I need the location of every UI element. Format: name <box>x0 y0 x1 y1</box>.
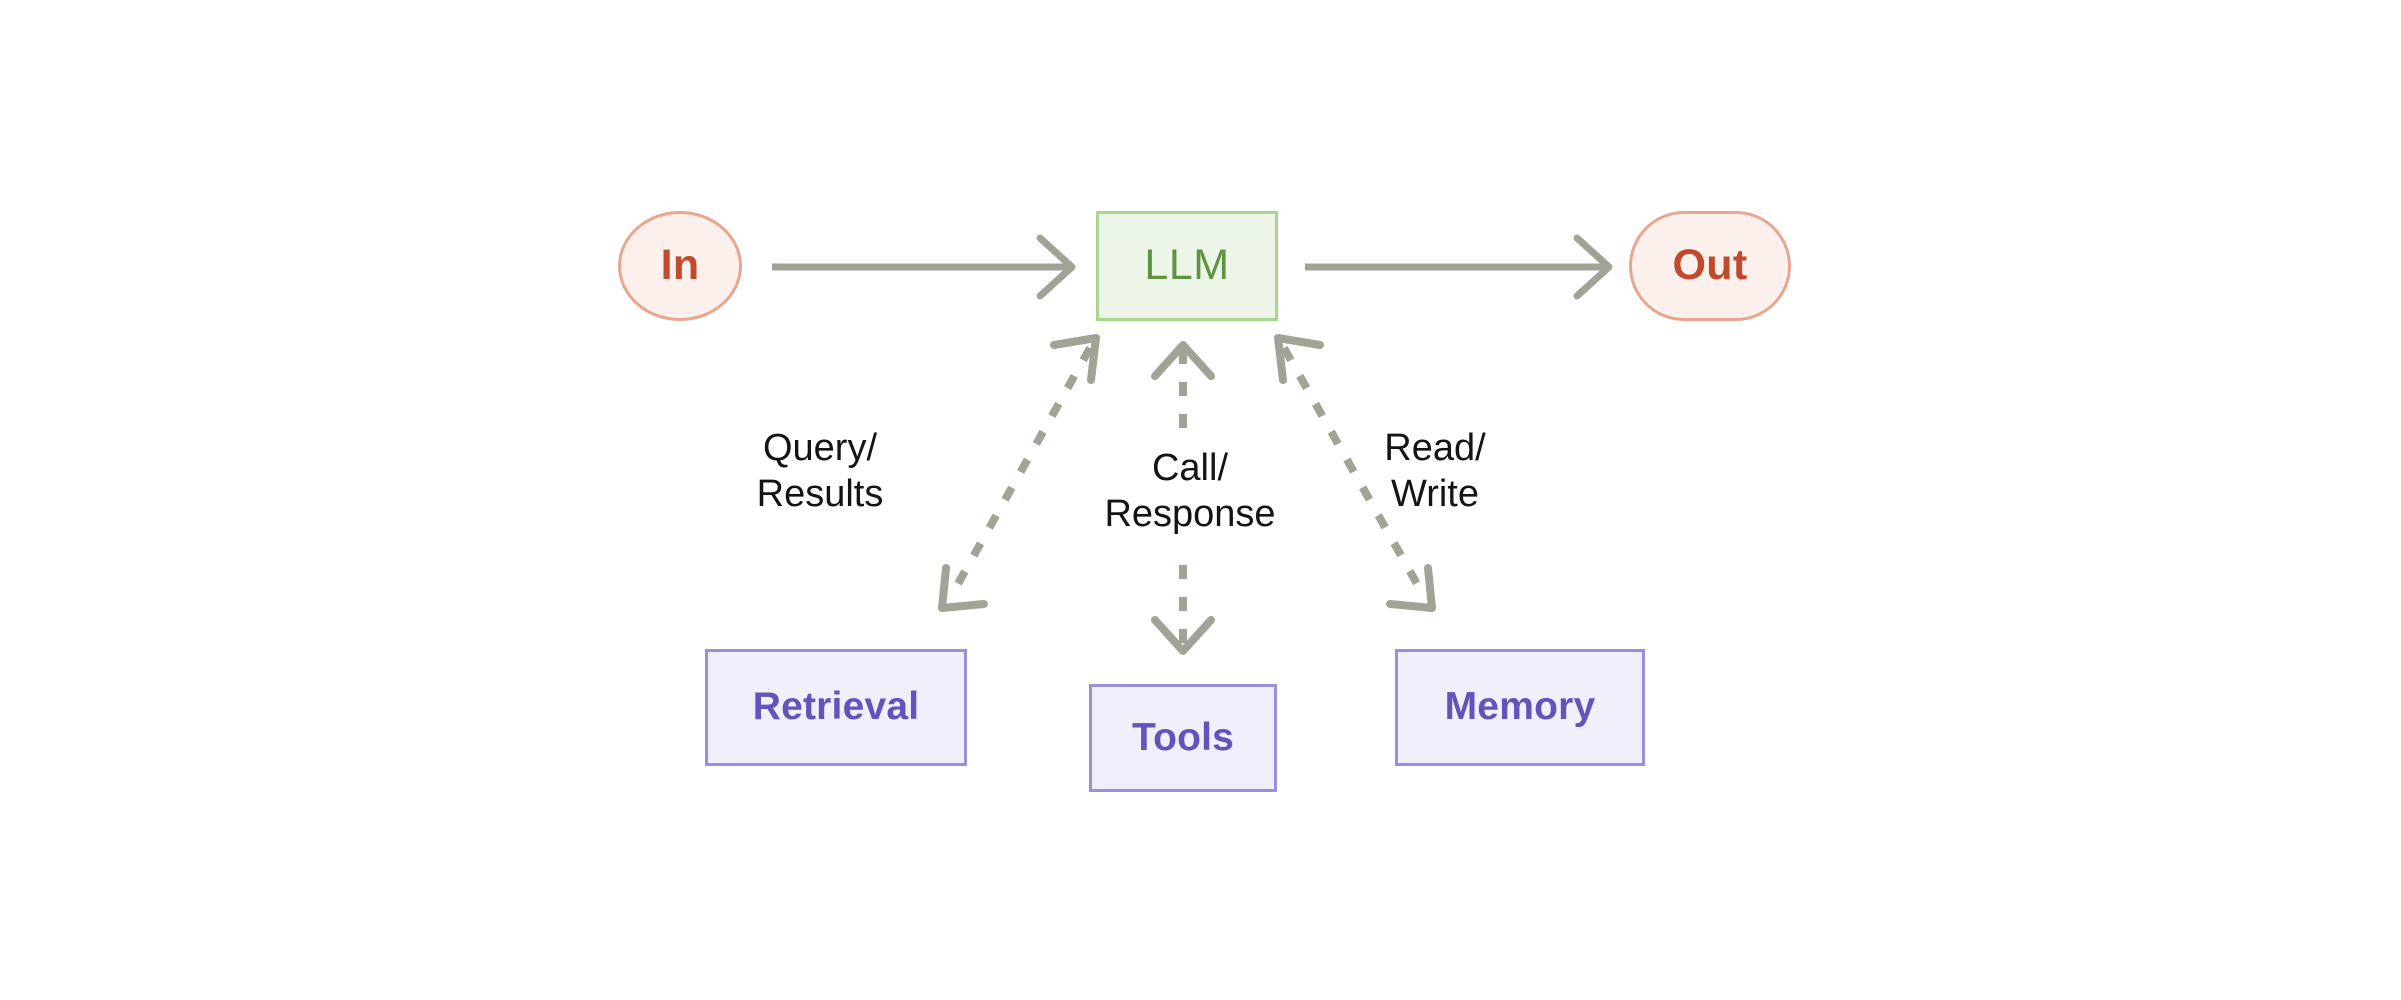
edge-llm-to-out <box>1305 234 1613 300</box>
node-llm-label: LLM <box>1144 241 1230 290</box>
edge-in-to-llm <box>772 234 1076 300</box>
node-retrieval[interactable]: Retrieval <box>705 649 967 766</box>
edge-label-call-response: Call/ Response <box>1104 447 1276 536</box>
node-memory[interactable]: Memory <box>1395 649 1645 766</box>
edge-label-read-write: Read/ Write <box>1384 427 1486 516</box>
node-memory-label: Memory <box>1444 685 1596 729</box>
node-tools-label: Tools <box>1131 715 1235 759</box>
node-output-label: Out <box>1672 241 1748 290</box>
node-input-label: In <box>660 241 700 290</box>
node-retrieval-label: Retrieval <box>752 685 920 729</box>
edge-label-query-results: Query/ Results <box>756 427 884 516</box>
node-tools[interactable]: Tools <box>1089 684 1277 792</box>
node-input[interactable]: In <box>618 211 742 321</box>
node-llm[interactable]: LLM <box>1096 211 1278 321</box>
node-output[interactable]: Out <box>1629 211 1791 321</box>
edge-llm-retrieval <box>938 334 1100 612</box>
